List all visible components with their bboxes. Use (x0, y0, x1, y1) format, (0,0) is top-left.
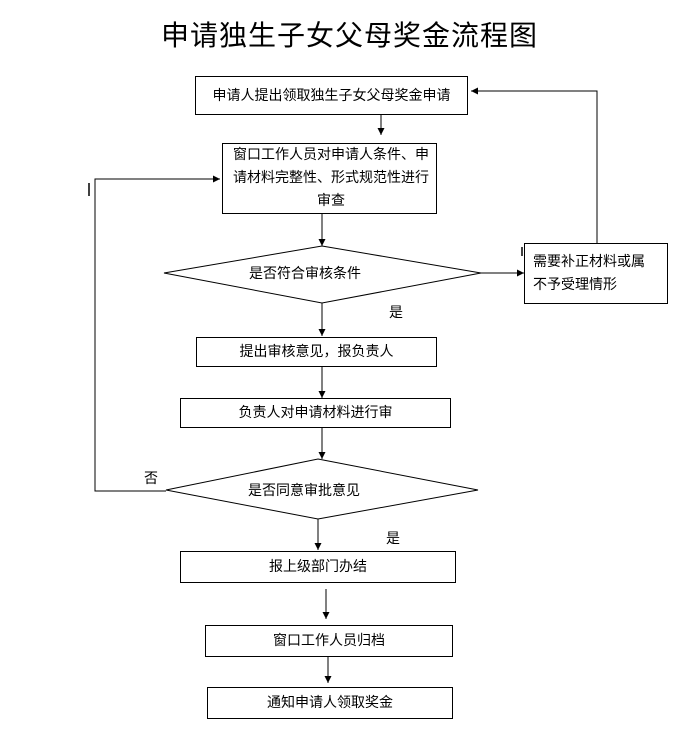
page-title: 申请独生子女父母奖金流程图 (160, 19, 538, 52)
branch-yes-label-2: 是 (386, 531, 400, 547)
step-review-line-1: 窗口工作人员对申请人条件、申 (233, 147, 429, 163)
step-report-upper: 报上级部门办结 (180, 551, 456, 583)
step-supplement: 需要补正材料或属 不予受理情形 (524, 243, 668, 304)
decision-approve-text: 是否同意审批意见 (248, 483, 360, 499)
step-supplement-line-2: 不予受理情形 (533, 276, 617, 293)
branch-yes-label-1: 是 (389, 305, 403, 321)
step-propose-opinion-text: 提出审核意见，报负责人 (239, 344, 394, 360)
arrow-supplement-back-to-apply (471, 87, 598, 243)
step-propose-opinion: 提出审核意见，报负责人 (196, 337, 437, 367)
step-notify: 通知申请人领取奖金 (207, 687, 453, 719)
step-apply-text: 申请人提出领取独生子女父母奖金申请 (212, 87, 451, 104)
arrow-approve-no-back-to-review (94, 175, 220, 492)
branch-no-label: 否 (144, 471, 158, 487)
step-report-upper-text: 报上级部门办结 (269, 559, 367, 575)
step-archive-text: 窗口工作人员归档 (273, 633, 385, 649)
step-archive: 窗口工作人员归档 (205, 625, 453, 657)
step-apply: 申请人提出领取独生子女父母奖金申请 (195, 76, 468, 115)
step-supplement-line-1: 需要补正材料或属 (533, 253, 645, 270)
step-review-line-3: 审查 (317, 193, 345, 209)
decision-approve (165, 458, 479, 520)
decision-check-conditions (163, 245, 482, 304)
step-leader-review: 负责人对申请材料进行审 (180, 398, 451, 428)
decision-check-conditions-text: 是否符合审核条件 (249, 266, 361, 282)
step-review: 窗口工作人员对申请人条件、申 请材料完整性、形式规范性进行 审查 (222, 143, 437, 214)
step-review-line-2: 请材料完整性、形式规范性进行 (233, 170, 429, 186)
step-notify-text: 通知申请人领取奖金 (267, 695, 393, 711)
step-leader-review-text: 负责人对申请材料进行审 (238, 405, 393, 421)
